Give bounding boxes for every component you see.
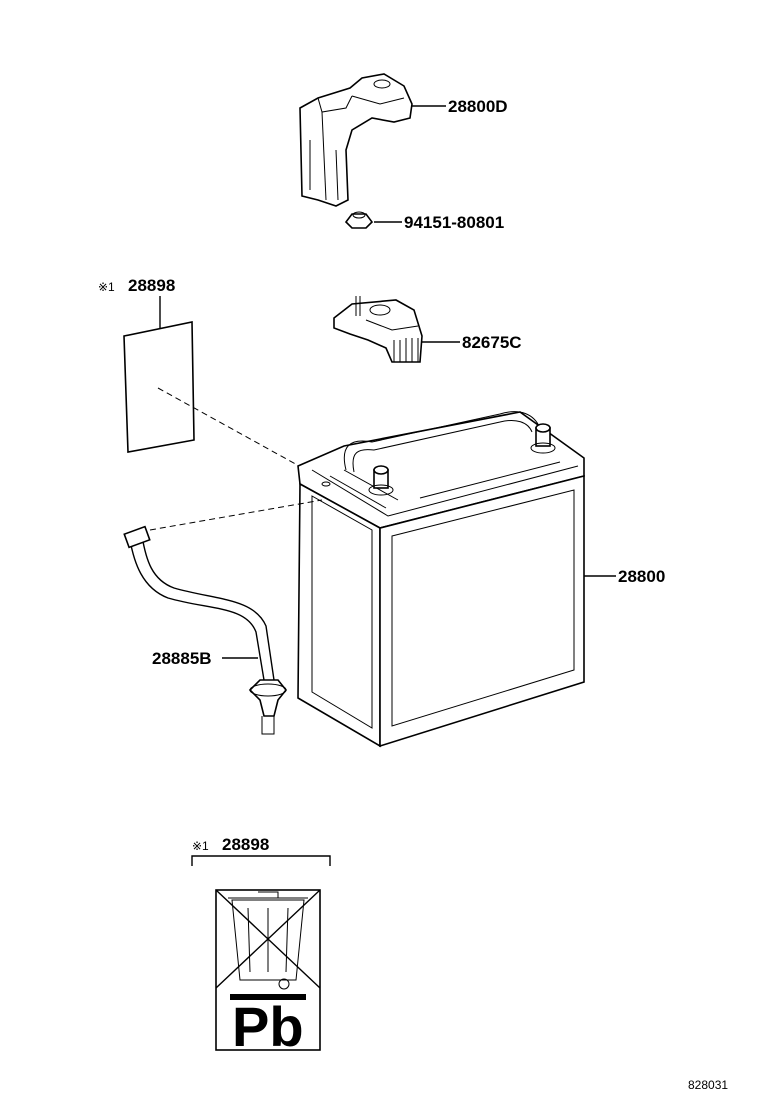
battery-clamp-part[interactable] bbox=[333, 296, 423, 363]
label-bottom-mark: ※1 bbox=[192, 839, 209, 853]
nut-part[interactable] bbox=[344, 211, 374, 229]
label-clamp[interactable]: 82675C bbox=[462, 333, 522, 352]
label-top-mark: ※1 bbox=[98, 280, 115, 294]
dashed-leader-hose bbox=[149, 499, 323, 531]
label-sticker-bottom[interactable]: 28898 bbox=[222, 835, 269, 854]
label-cover[interactable]: 28800D bbox=[448, 97, 508, 116]
pb-lead-symbol: Pb bbox=[232, 995, 304, 1058]
label-hose[interactable]: 28885B bbox=[152, 649, 212, 668]
terminal-cover-part[interactable] bbox=[299, 73, 413, 207]
vent-hose-part[interactable] bbox=[123, 525, 288, 735]
dashed-leader-sticker bbox=[157, 387, 311, 473]
label-sticker-top[interactable]: 28898 bbox=[128, 276, 175, 295]
recycle-sticker-detail: Pb bbox=[215, 889, 321, 1058]
label-battery[interactable]: 28800 bbox=[618, 567, 665, 586]
warning-sticker-part[interactable] bbox=[123, 321, 195, 453]
label-nut[interactable]: 94151-80801 bbox=[404, 213, 504, 232]
drawing-reference-number: 828031 bbox=[688, 1078, 728, 1092]
battery-part[interactable] bbox=[297, 411, 585, 748]
bracket-sticker-bottom bbox=[191, 855, 331, 866]
